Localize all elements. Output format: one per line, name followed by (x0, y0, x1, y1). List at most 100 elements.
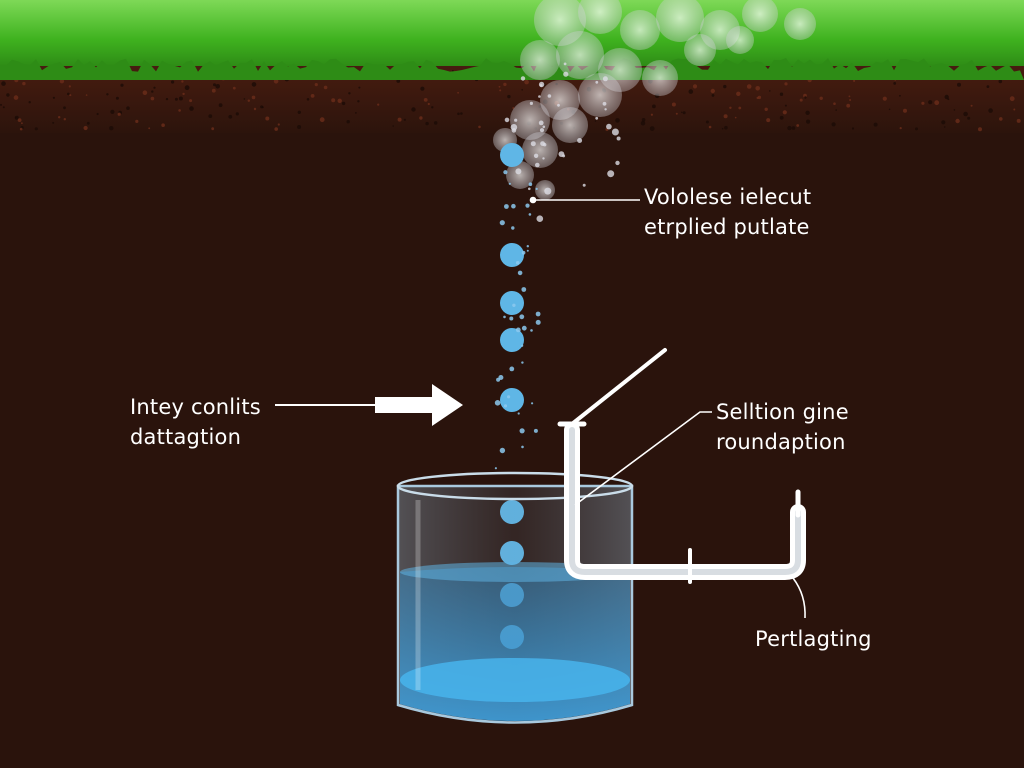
soil-speckle (943, 126, 946, 128)
soil-speckle (853, 79, 856, 82)
soil-speckle (671, 102, 676, 107)
soil-speckle (247, 99, 250, 102)
soil-speckle (1016, 118, 1021, 123)
soil-speckle (947, 98, 950, 101)
soil-speckle (243, 98, 246, 100)
soil-speckle (724, 125, 728, 130)
soil-speckle (944, 94, 949, 100)
soil-speckle (420, 86, 425, 91)
droplet-speck (521, 287, 527, 292)
label-top-line1: Vololese ielecut (644, 185, 812, 209)
soil-speckle (831, 122, 836, 127)
soil-speckle (899, 127, 902, 130)
soil-speckle (126, 106, 130, 110)
soil-speckle (970, 104, 973, 107)
soil-speckle (2, 106, 5, 109)
soil-speckle (755, 86, 760, 91)
particle (656, 0, 704, 42)
particle (511, 128, 517, 133)
soil-speckle (358, 86, 361, 89)
droplet-speck (503, 170, 508, 175)
particle (530, 141, 536, 147)
pipe-icon (557, 348, 806, 584)
soil-speckle (171, 80, 175, 84)
soil-speckle (106, 93, 109, 96)
soil-speckle (341, 101, 346, 106)
soil-speckle (650, 113, 654, 116)
label-top-line2: etrplied putlate (644, 215, 810, 239)
soil-speckle (411, 107, 416, 112)
soil-speckle (213, 83, 216, 87)
droplet-icon (500, 388, 524, 412)
soil-speckle (723, 114, 728, 119)
soil-speckle (764, 107, 768, 112)
soil-speckle (806, 119, 811, 124)
soil-speckle (357, 100, 360, 103)
droplet-speck (535, 319, 541, 325)
soil-speckle (96, 112, 99, 116)
soil-speckle (251, 95, 256, 100)
soil-speckle (208, 114, 213, 118)
particle (577, 138, 583, 143)
label-top: Vololese ielecut etrplied putlate (644, 182, 811, 242)
soil-speckle (274, 127, 279, 131)
soil-speckle (941, 120, 946, 125)
particle (536, 215, 544, 222)
soil-speckle (779, 92, 784, 96)
soil-speckle (998, 79, 1003, 84)
particle (533, 153, 539, 158)
droplet-speck (503, 315, 506, 319)
soil-speckle (348, 92, 351, 95)
droplet-speck (521, 325, 527, 331)
particle (538, 95, 541, 98)
soil-speckle (784, 104, 787, 107)
soil-speckle (955, 118, 960, 124)
droplet-speck (504, 204, 509, 209)
soil-speckle (711, 94, 715, 97)
soil-speckle (392, 125, 395, 127)
soil-speckle (499, 89, 502, 92)
droplet-speck (521, 344, 524, 347)
soil-speckle (150, 96, 155, 101)
soil-speckle (377, 103, 380, 106)
soil-speckle (934, 100, 940, 106)
droplet-speck (509, 366, 515, 372)
soil-speckle (117, 112, 121, 116)
particle (556, 31, 604, 79)
soil-speckle (232, 86, 236, 90)
droplet-speck (494, 400, 501, 406)
droplet-speck (494, 467, 497, 470)
soil-speckle (928, 100, 933, 105)
soil-speckle (178, 96, 183, 101)
soil-speckle (796, 124, 800, 127)
soil-speckle (21, 122, 23, 125)
particle (595, 116, 599, 120)
label-left-line1: Intey conlits (130, 395, 261, 419)
soil-speckle (34, 127, 38, 131)
soil-speckle (431, 106, 434, 109)
particle (542, 125, 546, 129)
soil-speckle (63, 118, 66, 121)
soil-speckle (178, 109, 181, 112)
soil-speckle (791, 126, 796, 130)
droplet-speck (521, 445, 524, 449)
soil-speckle (835, 109, 837, 111)
particle (504, 117, 510, 123)
label-bottom: Pertlagting (755, 624, 872, 654)
soil-speckle (681, 111, 683, 114)
droplet-icon (500, 243, 524, 267)
soil-speckle (682, 111, 686, 115)
soil-speckle (148, 127, 151, 130)
particle (529, 101, 534, 105)
particle (520, 40, 560, 80)
droplet-speck (535, 311, 541, 317)
soil-speckle (723, 84, 727, 89)
soil-speckle (110, 109, 115, 114)
particle-cloud (493, 0, 816, 222)
particle (620, 10, 660, 50)
droplet-speck (528, 182, 533, 186)
soil-speckle (253, 107, 257, 111)
soil-speckle (151, 90, 154, 93)
droplet-speck (503, 404, 508, 408)
